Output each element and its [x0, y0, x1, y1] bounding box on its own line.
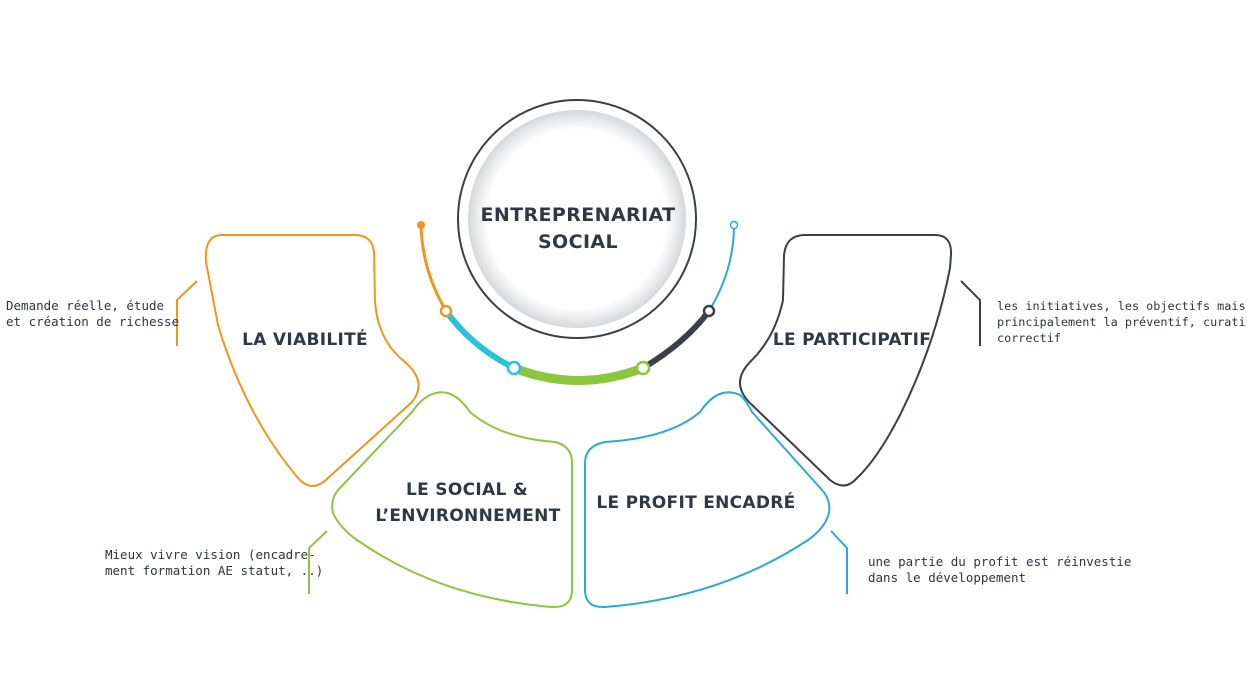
- petal-title-social-1: LE SOCIAL &: [406, 480, 528, 500]
- petal-title-profit: LE PROFIT ENCADRÉ: [596, 491, 795, 513]
- petal-title-viabilite: LA VIABILITÉ: [242, 328, 368, 350]
- bracket-participatif: [960, 280, 981, 346]
- note-profit: une partie du profit est réinvestie dans…: [868, 554, 1131, 586]
- arc-segment-cyan: [443, 308, 517, 371]
- arc-segment-green: [509, 363, 648, 385]
- note-viabilite-line1: Demande réelle, étude: [6, 298, 165, 313]
- arc-segment-blue: [708, 224, 735, 312]
- bracket-viabilite: [176, 280, 198, 346]
- arc-node-blue-end: [729, 220, 739, 230]
- note-participatif-line2: principalement la préventif, curatif et: [997, 315, 1247, 329]
- note-participatif-line3: correctif: [997, 331, 1061, 345]
- bracket-social: [308, 530, 328, 594]
- arc-segment-dark: [640, 308, 712, 371]
- note-social: Mieux vivre vision (encadre- ment format…: [105, 547, 323, 579]
- center-title-line1: ENTREPRENARIAT: [480, 204, 675, 226]
- arc-node-orange-end: [417, 221, 425, 229]
- petal-viabilite: [204, 234, 420, 487]
- center-circle-inner: [468, 110, 686, 328]
- center-title-line2: SOCIAL: [538, 231, 618, 253]
- petal-title-social-2: L’ENVIRONNEMENT: [375, 506, 560, 526]
- arc-node-green: [635, 360, 651, 376]
- petal-participatif: [739, 234, 953, 487]
- bracket-profit: [830, 530, 848, 594]
- petal-profit: [584, 391, 831, 609]
- arc-node-cyan: [506, 360, 522, 376]
- note-profit-line1: une partie du profit est réinvestie: [868, 554, 1132, 569]
- petal-title-participatif: LE PARTICIPATIF: [773, 330, 931, 350]
- note-profit-line2: dans le développement: [868, 570, 1027, 585]
- note-viabilite: Demande réelle, étude et création de ric…: [6, 298, 179, 330]
- note-participatif: les initiatives, les objectifs mais plus…: [997, 298, 1247, 346]
- arc-node-orange: [439, 304, 453, 318]
- arc-node-dark: [702, 304, 716, 318]
- note-social-line2: ment formation AE statut, ..): [105, 563, 324, 578]
- note-participatif-line1: les initiatives, les objectifs mais plus: [997, 299, 1247, 313]
- note-viabilite-line2: et création de richesse: [6, 314, 180, 329]
- arc-segment-orange: [419, 223, 448, 313]
- petal-social: [331, 391, 573, 609]
- note-social-line1: Mieux vivre vision (encadre-: [105, 547, 316, 562]
